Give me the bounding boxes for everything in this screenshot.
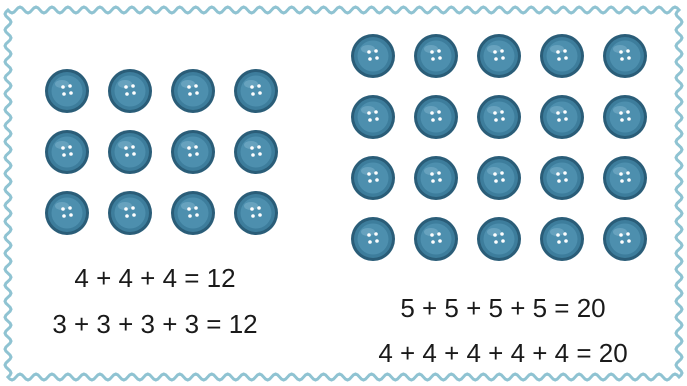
button-icon — [602, 94, 648, 140]
button-icon — [476, 94, 522, 140]
button-icon — [107, 190, 153, 236]
button-icon — [476, 33, 522, 79]
button-icon — [476, 155, 522, 201]
button-icon — [539, 216, 585, 262]
button-icon — [350, 155, 396, 201]
right-equation-2: 4 + 4 + 4 + 4 + 4 = 20 — [340, 338, 666, 368]
button-icon — [170, 190, 216, 236]
button-icon — [539, 155, 585, 201]
button-icon — [539, 33, 585, 79]
button-icon — [350, 33, 396, 79]
button-icon — [539, 94, 585, 140]
button-icon — [602, 33, 648, 79]
button-icon — [107, 129, 153, 175]
button-icon — [476, 216, 522, 262]
left-equation-2: 3 + 3 + 3 + 3 = 12 — [20, 309, 290, 339]
button-icon — [233, 190, 279, 236]
button-icon — [44, 129, 90, 175]
button-icon — [44, 68, 90, 114]
button-icon — [350, 216, 396, 262]
left-equation-1: 4 + 4 + 4 = 12 — [20, 263, 290, 293]
button-icon — [602, 216, 648, 262]
button-icon — [413, 216, 459, 262]
button-icon — [413, 33, 459, 79]
button-icon — [44, 190, 90, 236]
button-icon — [107, 68, 153, 114]
button-icon — [170, 129, 216, 175]
button-icon — [350, 94, 396, 140]
button-icon — [170, 68, 216, 114]
button-icon — [413, 94, 459, 140]
right-equation-1: 5 + 5 + 5 + 5 = 20 — [340, 293, 666, 323]
left-button-grid — [44, 68, 279, 236]
button-icon — [233, 129, 279, 175]
button-icon — [602, 155, 648, 201]
right-button-grid — [350, 33, 648, 262]
button-icon — [233, 68, 279, 114]
button-icon — [413, 155, 459, 201]
